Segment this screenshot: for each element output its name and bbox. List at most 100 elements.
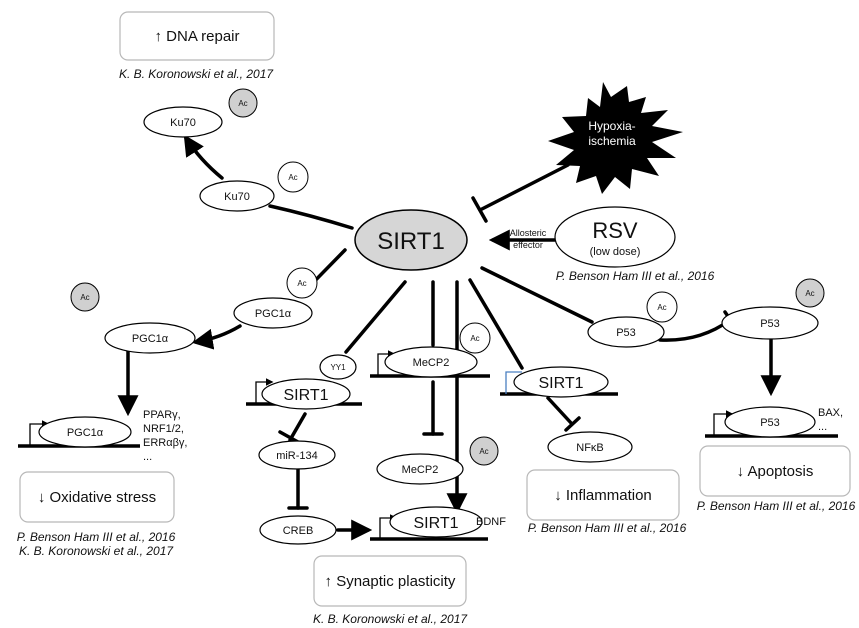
ac-label-ku70-top: Ac xyxy=(238,99,247,108)
p53-mid-node xyxy=(587,316,665,348)
edge-sirt1-nfkb xyxy=(546,396,574,426)
box-apoptosis xyxy=(699,445,851,497)
rsv-label: RSV xyxy=(592,218,638,243)
rsv-effector-1: Allosteric xyxy=(510,228,547,238)
acetyl-labels: Ac Ac Ac Ac Ac Ac Ac Ac xyxy=(80,99,814,456)
p53-gene-node xyxy=(724,406,816,438)
hypoxia-ischemia-burst xyxy=(548,82,683,194)
p53-gene-label: P53 xyxy=(760,417,780,429)
pgc-target-3: ... xyxy=(143,451,152,463)
mecp2-bottom-node xyxy=(376,453,464,485)
promoter-nfkb xyxy=(505,371,522,394)
promoter-bdnf xyxy=(379,514,398,539)
p53-target-1: ... xyxy=(818,421,827,433)
pgc-target-2: ERRαβγ, xyxy=(143,437,187,449)
pgc1a-mid-label: PGC1α xyxy=(255,308,292,320)
connectors xyxy=(117,134,782,541)
box-inflammation xyxy=(526,469,680,521)
box-synaptic-plasticity xyxy=(313,555,467,607)
pgc1a-mid-node xyxy=(233,297,313,329)
edge-hypoxia-sirt1 xyxy=(478,163,570,212)
citation-inflammation: P. Benson Ham III et al., 2016 xyxy=(528,521,687,535)
ku70-mid-node xyxy=(199,180,275,212)
pgc1a-left-label: PGC1α xyxy=(132,333,169,345)
edge-sirt1-nfkb-gene xyxy=(468,278,524,370)
bdnf-label: BDNF xyxy=(476,516,506,528)
promoter-mecp2 xyxy=(377,350,396,376)
p53-right-label: P53 xyxy=(760,318,780,330)
sirt1-center-node xyxy=(354,209,468,271)
ku70-top-label: Ku70 xyxy=(170,117,196,129)
rsv-dose: (low dose) xyxy=(590,246,641,258)
rsv-effector-2: effector xyxy=(513,240,543,250)
bar-hypoxia xyxy=(471,196,488,223)
outcome-boxes xyxy=(19,11,851,607)
label-oxidative-stress: ↓ Oxidative stress xyxy=(38,489,156,506)
ku70-mid-label: Ku70 xyxy=(224,191,250,203)
protein-nodes xyxy=(38,106,819,545)
creb-node xyxy=(259,515,337,545)
box-dna-repair xyxy=(119,11,275,61)
ac-pgc1a-left xyxy=(70,282,100,312)
citation-synaptic: K. B. Koronowski et al., 2017 xyxy=(313,612,468,626)
pgc-target-0: PPARγ, xyxy=(143,409,181,421)
p53-target-0: BAX, xyxy=(818,407,843,419)
label-dna-repair: ↑ DNA repair xyxy=(154,28,239,45)
citation-apoptosis: P. Benson Ham III et al., 2016 xyxy=(697,499,856,513)
promoter-p53 xyxy=(713,410,734,436)
label-synaptic-plasticity: ↑ Synaptic plasticity xyxy=(325,573,456,590)
citation-oxidative-2: K. B. Koronowski et al., 2017 xyxy=(19,544,174,558)
bar-mir134 xyxy=(278,430,300,444)
label-apoptosis: ↓ Apoptosis xyxy=(737,463,814,480)
edge-sirt1-yy1 xyxy=(344,280,407,354)
edge-sirt1-ku70 xyxy=(268,204,354,230)
promoter-sirt1-yy1 xyxy=(255,378,274,404)
citation-rsv: P. Benson Ham III et al., 2016 xyxy=(556,269,715,283)
ac-p53-right xyxy=(795,278,825,308)
sirt1-gene-yy1-label: SIRT1 xyxy=(283,387,328,404)
hypoxia-label-2: ischemia xyxy=(588,134,636,148)
sirt1-nfkb-gene-label: SIRT1 xyxy=(538,375,583,392)
sirt1-gene-yy1-node xyxy=(261,378,351,410)
nfkb-label: NFκB xyxy=(576,442,604,454)
creb-label: CREB xyxy=(283,525,314,537)
ac-mecp2-top xyxy=(459,322,491,354)
sirt1-bdnf-gene-label: SIRT1 xyxy=(413,515,458,532)
protein-labels: Ku70 Ku70 PGC1α PGC1α PGC1α YY1 SIRT1 Me… xyxy=(67,117,780,537)
box-oxidative-stress xyxy=(19,471,175,523)
ac-label-p53-mid: Ac xyxy=(657,303,666,312)
citations: K. B. Koronowski et al., 2017 P. Benson … xyxy=(17,67,856,626)
citation-dna-repair: K. B. Koronowski et al., 2017 xyxy=(119,67,274,81)
ac-ku70-mid xyxy=(277,161,309,193)
ac-label-mecp2-top: Ac xyxy=(470,334,479,343)
p53-mid-label: P53 xyxy=(616,327,636,339)
edge-sirt1-p53 xyxy=(480,266,594,324)
ac-pgc1a-mid xyxy=(286,267,318,299)
rsv-node xyxy=(554,206,676,268)
p53-right-node xyxy=(721,306,819,340)
ac-ku70-top xyxy=(228,88,258,118)
citation-oxidative-1: P. Benson Ham III et al., 2016 xyxy=(17,530,176,544)
promoter-pgc1a xyxy=(29,420,50,446)
sirt1-center-label: SIRT1 xyxy=(377,228,445,255)
ac-label-mecp2-bottom: Ac xyxy=(479,447,488,456)
edge-sirt1-mir134 xyxy=(288,412,307,442)
pgc1a-targets: PPARγ, NRF1/2, ERRαβγ, ... xyxy=(143,409,187,463)
nfkb-node xyxy=(547,431,633,463)
sirt1-nfkb-gene-node xyxy=(513,366,609,398)
edge-ku70-deacetylation xyxy=(183,134,224,180)
edge-pgc1a-deacetylation xyxy=(191,324,242,350)
sirt1-bdnf-gene-node xyxy=(389,506,483,538)
outcome-labels: ↑ DNA repair ↓ Oxidative stress ↑ Synapt… xyxy=(38,28,814,590)
yy1-node xyxy=(319,354,357,380)
ac-label-ku70-mid: Ac xyxy=(288,173,297,182)
ac-label-pgc1a-mid: Ac xyxy=(297,279,306,288)
mir134-node xyxy=(258,440,336,470)
pgc1a-left-node xyxy=(104,322,196,354)
acetyl-markers xyxy=(70,88,825,466)
p53-targets: BAX, ... xyxy=(818,407,843,433)
mecp2-top-node xyxy=(384,346,478,378)
ac-label-p53-right: Ac xyxy=(805,289,814,298)
hypoxia-label-1: Hypoxia- xyxy=(588,119,635,133)
